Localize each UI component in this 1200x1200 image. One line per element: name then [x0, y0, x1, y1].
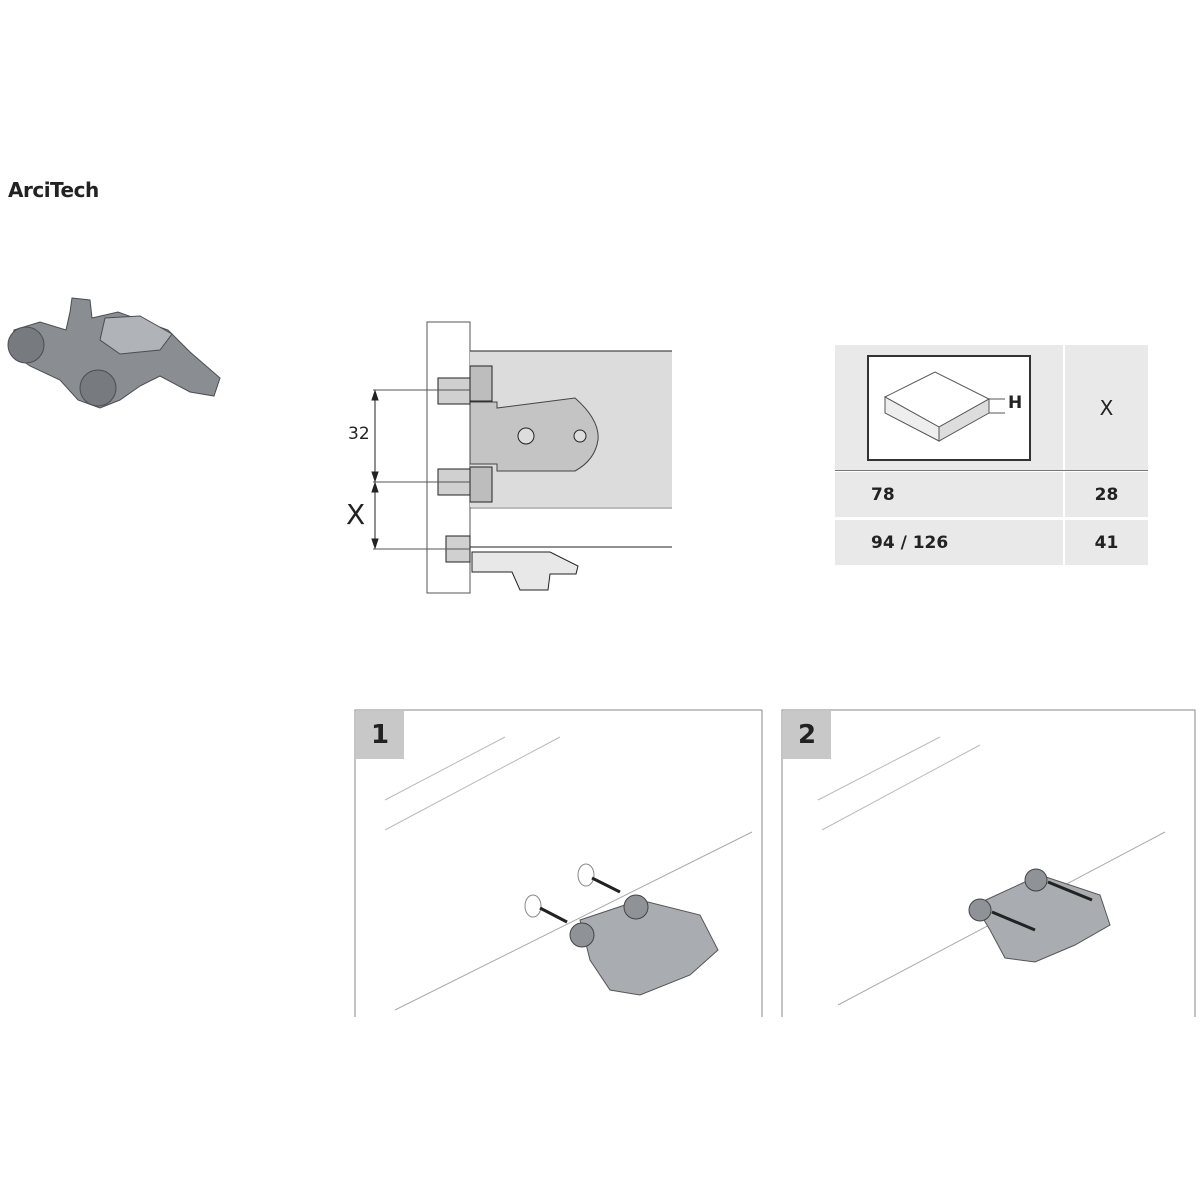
step-panel-2-drawing — [781, 709, 1196, 1017]
step-panel-1-drawing — [354, 709, 763, 1017]
dimension-table: H X 78 28 94 / 126 41 — [835, 345, 1148, 565]
dimension-32-label: 32 — [348, 424, 370, 444]
product-title: ArciTech — [8, 178, 99, 202]
drawer-icon — [883, 371, 1005, 442]
row-1-height: 78 — [835, 472, 1063, 517]
step-2-badge: 2 — [783, 711, 831, 759]
dimension-x-label: X — [346, 498, 366, 531]
drawer-height-illustration: H — [867, 355, 1031, 461]
connector-thumbnail — [7, 297, 221, 409]
table-header-x: X — [1065, 345, 1148, 470]
side-view-drawing — [371, 321, 672, 594]
table-divider — [835, 470, 1148, 471]
row-1-x: 28 — [1065, 472, 1148, 517]
step-1-badge: 1 — [356, 711, 404, 759]
table-header-drawer-cell: H — [835, 345, 1063, 470]
height-label: H — [1008, 393, 1023, 413]
row-2-height: 94 / 126 — [835, 520, 1063, 565]
row-2-x: 41 — [1065, 520, 1148, 565]
